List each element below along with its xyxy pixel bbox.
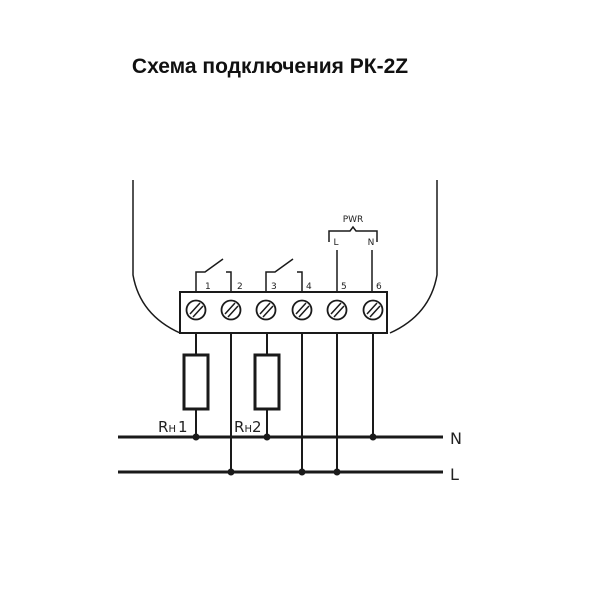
power-live-label: L bbox=[333, 238, 338, 248]
diagram-title: Схема подключения РК-2Z bbox=[131, 55, 409, 78]
power-label: PWR bbox=[343, 215, 364, 225]
power-neutral-label: N bbox=[368, 238, 375, 248]
terminal-screw-5 bbox=[326, 299, 348, 321]
terminal-number-4: 4 bbox=[306, 282, 312, 292]
terminal-screw-6 bbox=[362, 299, 384, 321]
terminal-screw-1 bbox=[185, 299, 207, 321]
relay-contact-1 bbox=[195, 258, 232, 292]
junction-dots bbox=[192, 433, 377, 476]
terminal-number-3: 3 bbox=[271, 282, 277, 292]
terminal-wires bbox=[195, 333, 374, 472]
relay-contact-2 bbox=[265, 258, 303, 292]
terminal-screw-3 bbox=[255, 299, 277, 321]
terminal-number-5: 5 bbox=[341, 282, 347, 292]
terminal-number-6: 6 bbox=[376, 282, 382, 292]
power-bracket bbox=[328, 225, 378, 242]
load-resistor-1 bbox=[182, 353, 210, 411]
load-label-2: RH2 bbox=[234, 418, 262, 436]
terminal-block bbox=[179, 291, 388, 334]
load-resistor-2 bbox=[253, 353, 281, 411]
terminal-screw-2 bbox=[220, 299, 242, 321]
power-leads bbox=[336, 250, 373, 292]
live-bus-label: L bbox=[450, 465, 459, 484]
terminal-number-1: 1 bbox=[205, 282, 211, 292]
terminal-number-2: 2 bbox=[237, 282, 243, 292]
device-housing bbox=[132, 180, 438, 334]
terminal-screw-4 bbox=[291, 299, 313, 321]
neutral-bus-label: N bbox=[450, 429, 462, 448]
